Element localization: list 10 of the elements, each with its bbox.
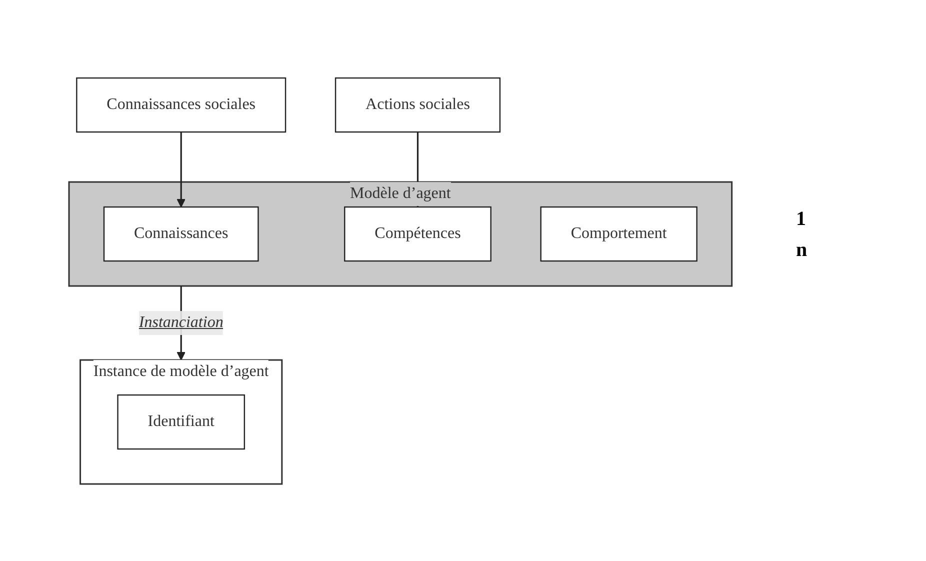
arrow [176, 132, 186, 207]
multiplicity-label: n [796, 239, 808, 262]
node-box: Actions sociales [334, 76, 500, 132]
node-box: Identifiant [116, 394, 245, 450]
node-box: Connaissances sociales [76, 76, 286, 132]
edge-label: Instanciation [138, 314, 223, 330]
node-box: Compétences [344, 206, 492, 262]
multiplicity-label: 1 [796, 208, 807, 231]
node-box: Connaissances [102, 206, 258, 262]
node-box: Comportement [540, 206, 697, 262]
